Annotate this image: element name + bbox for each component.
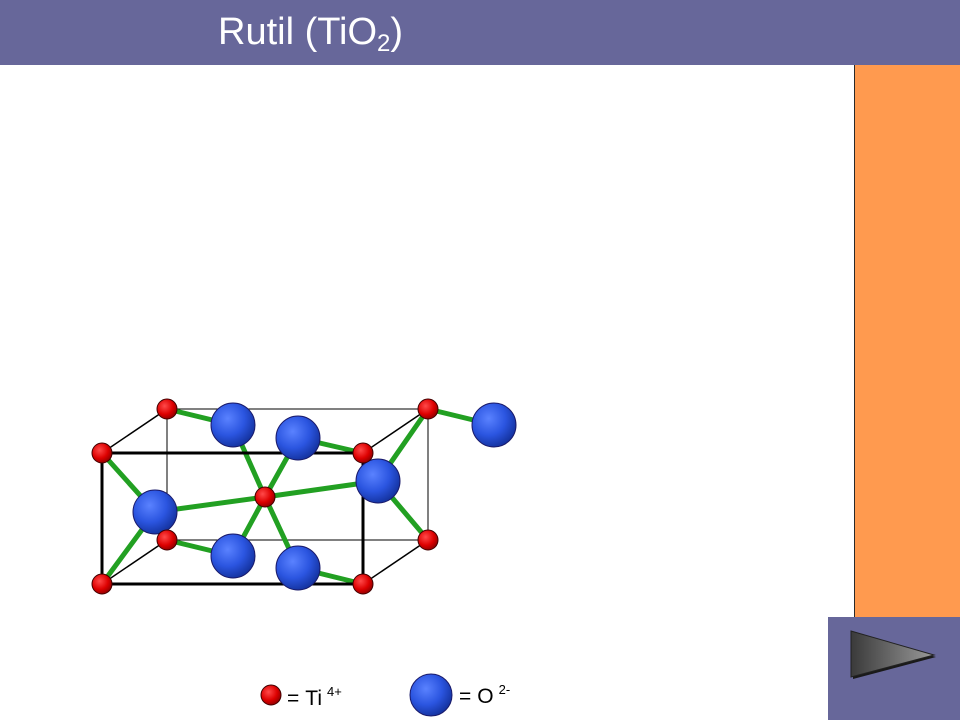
legend-ti-charge: 4+ <box>326 684 342 699</box>
legend-ti-symbol <box>260 684 282 706</box>
legend-o-label: =O 2- <box>459 682 510 709</box>
depth-edges <box>101 408 429 585</box>
next-slide-button[interactable] <box>828 617 960 720</box>
legend-o-charge: 2- <box>498 682 511 697</box>
legend-o-equals: = <box>459 685 472 708</box>
title-subscript: 2 <box>377 30 391 57</box>
legend-ti-equals: = <box>287 687 300 710</box>
oxygen-atom <box>275 415 321 461</box>
side-panel <box>854 65 960 617</box>
oxygen-atom <box>132 489 178 535</box>
page-title: Rutil (TiO2) <box>218 8 403 68</box>
oxygen-atom <box>471 402 517 448</box>
titanium-atom <box>156 398 178 420</box>
oxygen-atom <box>275 545 321 591</box>
titanium-atom <box>91 573 113 595</box>
oxygen-atom <box>210 533 256 579</box>
titanium-atom <box>91 442 113 464</box>
titanium-atom <box>156 529 178 551</box>
titanium-atom <box>417 529 439 551</box>
legend-ti-name: Ti <box>305 687 322 710</box>
legend-o-symbol <box>409 673 453 717</box>
play-arrow-icon <box>850 630 936 679</box>
title-bar: Rutil (TiO2) <box>0 0 960 65</box>
legend-ti-label: =Ti 4+ <box>287 684 342 711</box>
titanium-atom <box>254 486 276 508</box>
titanium-atoms <box>91 398 439 595</box>
oxygen-atoms <box>132 402 517 591</box>
oxygen-atom <box>355 458 401 504</box>
oxygen-atom <box>210 402 256 448</box>
titanium-atom <box>352 573 374 595</box>
legend-o-name: O <box>477 685 494 708</box>
title-main: Rutil (TiO <box>218 11 378 53</box>
title-end: ) <box>390 11 404 53</box>
titanium-atom <box>352 442 374 464</box>
titanium-atom <box>417 398 439 420</box>
